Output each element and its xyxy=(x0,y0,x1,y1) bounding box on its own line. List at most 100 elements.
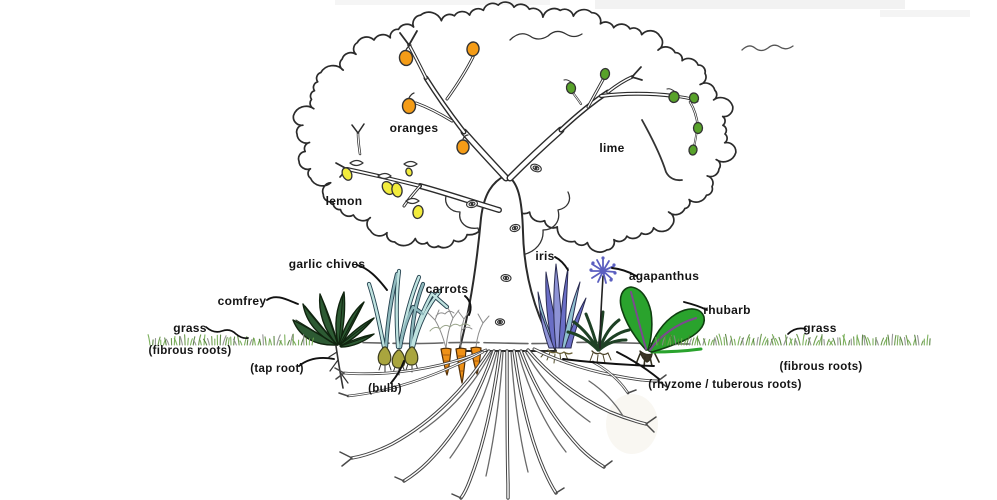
grass-blade xyxy=(716,335,720,346)
pointer-comfrey xyxy=(266,296,299,305)
agapanthus-flower xyxy=(589,256,617,284)
label-iris: iris xyxy=(535,249,569,271)
label-iris-text: iris xyxy=(535,249,554,263)
label-fibrous-roots-right-text: (fibrous roots) xyxy=(779,361,862,373)
carrots-plant xyxy=(427,307,490,384)
grass-blade xyxy=(756,336,759,346)
label-lemon: lemon xyxy=(326,194,363,208)
grass-blade xyxy=(669,333,674,346)
grass-blade xyxy=(905,334,909,346)
rhubarb-plant xyxy=(619,286,706,368)
grass-blade xyxy=(832,337,836,346)
label-comfrey: comfrey xyxy=(218,294,299,308)
grass-blade xyxy=(899,336,904,346)
label-rhyzome-tuberous: (rhyzome / tuberous roots) xyxy=(562,351,801,391)
grass-blade xyxy=(813,335,818,346)
trunk-knots xyxy=(465,163,542,326)
grass-blade xyxy=(894,334,897,346)
grass-blade xyxy=(759,333,762,346)
agapanthus-plant xyxy=(566,256,631,364)
grass-blade xyxy=(778,336,782,346)
label-bulb-text: (bulb) xyxy=(368,383,402,395)
grass-blade xyxy=(206,338,210,346)
grass-blade xyxy=(702,338,707,346)
grass-blade xyxy=(729,339,732,346)
label-grass-right-text: grass xyxy=(803,321,837,335)
label-lime: lime xyxy=(599,141,624,155)
grass-blade xyxy=(253,338,256,346)
grass-blade xyxy=(774,337,780,346)
grass-blade xyxy=(289,334,294,346)
tube-core xyxy=(520,350,605,468)
label-lime-text: lime xyxy=(599,141,624,155)
label-carrots-text: carrots xyxy=(426,282,469,296)
grass-blade xyxy=(691,337,695,346)
tube-core xyxy=(351,350,490,459)
grass-blade xyxy=(807,337,812,346)
grass-blade xyxy=(239,340,243,346)
grass-blade xyxy=(680,337,683,346)
grass-blade xyxy=(842,335,847,346)
grass-blade xyxy=(771,334,777,346)
grass-blade xyxy=(269,338,273,346)
orange-fruits xyxy=(398,41,480,155)
grass-blade xyxy=(203,334,206,346)
tube-core xyxy=(527,349,647,425)
tree-root-fan xyxy=(334,347,668,500)
agapanthus-root-clump xyxy=(589,350,612,364)
lime-fruits xyxy=(563,67,704,156)
grass-blade xyxy=(655,336,658,346)
grass-blade xyxy=(907,339,912,346)
iris-plant xyxy=(537,263,587,364)
grass-blade xyxy=(173,337,178,346)
ground-line xyxy=(317,341,691,345)
grass-blade xyxy=(863,335,866,346)
grass-blade xyxy=(730,335,734,346)
label-oranges: oranges xyxy=(390,121,439,135)
grass-blade xyxy=(770,338,774,346)
grass-blade xyxy=(279,340,283,346)
tube-core xyxy=(533,348,659,382)
grass-blade xyxy=(724,333,728,346)
grass-blade xyxy=(856,335,861,346)
tube-core xyxy=(343,349,487,375)
grass-blade xyxy=(723,336,726,346)
chive-bulbs xyxy=(377,346,419,376)
grass-blade xyxy=(164,337,167,346)
label-tap-root: (tap root) xyxy=(250,357,335,375)
grass-blade xyxy=(796,333,801,346)
grass-blade xyxy=(165,338,170,346)
grass-blade xyxy=(707,338,711,346)
grass-blade xyxy=(287,339,291,346)
label-carrots: carrots xyxy=(426,282,472,316)
canopy-inner-squiggles xyxy=(444,30,794,256)
grass-blade xyxy=(912,339,916,346)
grass-blade xyxy=(789,337,793,346)
grass-blade xyxy=(258,338,262,346)
grass-blade xyxy=(198,334,202,346)
grass-blade xyxy=(788,338,793,346)
label-agapanthus: agapanthus xyxy=(611,267,699,283)
garlic-chives-plant xyxy=(366,268,450,376)
grass-blade xyxy=(802,333,805,346)
grass-blade xyxy=(246,339,249,346)
grass-blade xyxy=(741,337,744,346)
label-grass-left: grass xyxy=(173,321,249,340)
grass-blade xyxy=(193,340,197,346)
label-fibrous-roots-right: (fibrous roots) xyxy=(779,361,862,373)
comfrey-tap-root xyxy=(328,345,349,389)
grass-blade xyxy=(673,335,677,346)
grass-blade xyxy=(864,335,869,346)
grass-blade xyxy=(249,339,253,346)
grass-blade xyxy=(815,340,820,346)
grass-blade xyxy=(896,335,899,346)
tube-core xyxy=(592,361,629,394)
grass-blade xyxy=(839,337,842,346)
tube-core xyxy=(347,351,484,397)
pointer-rhyzome-b xyxy=(616,351,660,380)
grass-blade xyxy=(688,338,692,346)
label-rhubarb-text: rhubarb xyxy=(703,303,750,317)
grass-blade xyxy=(740,337,745,346)
pointer-rhyzome-a xyxy=(562,358,655,367)
grass-blade xyxy=(853,336,855,346)
